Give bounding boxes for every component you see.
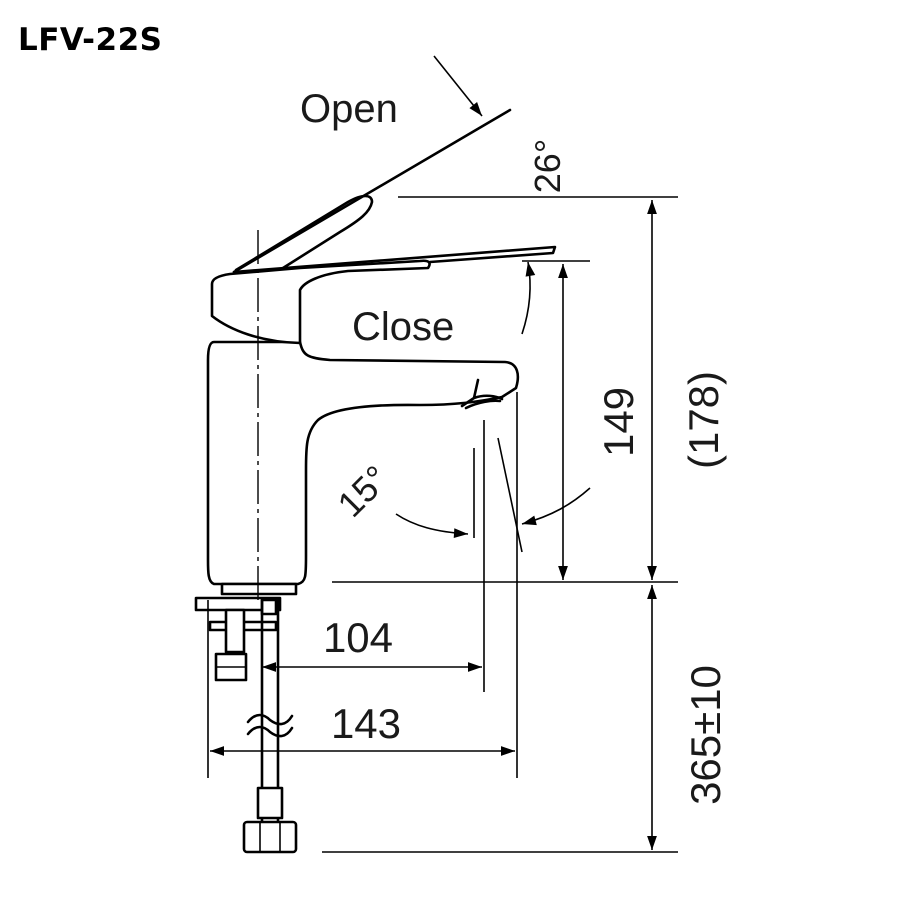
- aerator-outline: [460, 378, 504, 410]
- handle-closed: [210, 245, 557, 345]
- hose-end-nut: [242, 820, 298, 854]
- dim-365-text: 365±10: [682, 665, 729, 805]
- fixing-bracket: [260, 598, 278, 616]
- hose-break-mark: [246, 713, 294, 738]
- model-title: LFV-22S: [18, 22, 163, 58]
- spout-angle-arc-left: [395, 513, 469, 539]
- spout-angle-text: 15°: [329, 457, 396, 524]
- mounting-hardware: [194, 596, 298, 854]
- close-angle-arc: [521, 261, 536, 335]
- handle-grip-open: [234, 194, 374, 272]
- dim-149-text: 149: [595, 387, 642, 457]
- faucet-body-outline: [206, 340, 520, 586]
- dim-104-text: 104: [323, 614, 393, 661]
- handle-lever-closed: [232, 245, 557, 274]
- open-angle-leader: [433, 55, 483, 117]
- open-angle-text: 26°: [527, 139, 568, 193]
- hose-ferrule: [256, 786, 284, 820]
- dimension-lines: [210, 200, 657, 850]
- threaded-shank: [224, 608, 246, 654]
- dim-178-text: (178): [680, 371, 727, 469]
- base-collar: [220, 582, 298, 596]
- spout-angle-arc-right: [521, 487, 591, 526]
- dim-143-text: 143: [331, 700, 401, 747]
- handle-cap: [210, 259, 431, 345]
- handle-open: [232, 108, 512, 274]
- extension-lines: [207, 196, 678, 853]
- close-label: Close: [352, 305, 454, 349]
- open-label: Open: [300, 87, 398, 131]
- handle-lever-open: [232, 108, 512, 274]
- angle-leaders: [395, 55, 591, 539]
- faucet-body: [206, 340, 520, 596]
